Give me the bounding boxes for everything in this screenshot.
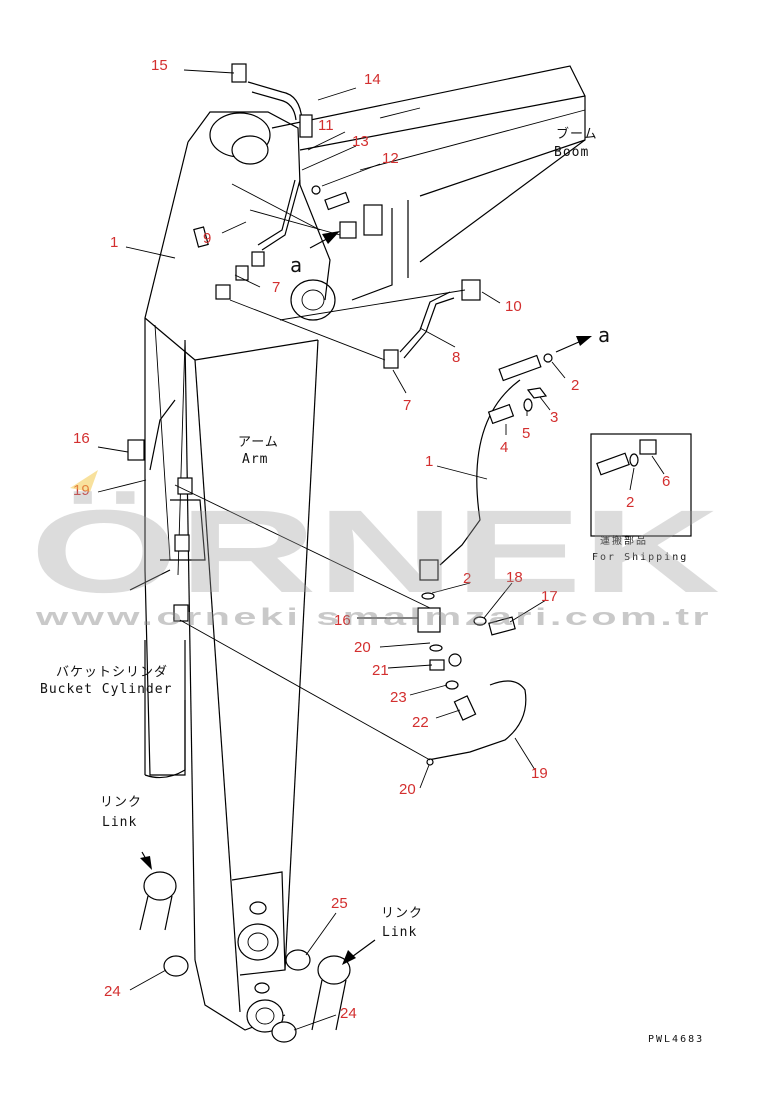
callout-16-right: 16 [334,612,351,629]
callout-19-right: 19 [531,765,548,782]
bucket-cylinder [144,640,186,779]
shipping-box: 運搬部品 For Shipping [590,433,692,563]
bucket-cylinder-label-en: Bucket Cylinder [40,682,172,697]
link-label-jp-left: リンク [100,795,142,810]
callout-7-bottom: 7 [403,397,411,414]
callout-24-right: 24 [340,1005,357,1022]
callout-20-bottom: 20 [399,781,416,798]
callout-9: 9 [203,230,211,247]
callout-23: 23 [390,689,407,706]
drawing-code: PWL4683 [648,1034,704,1045]
arm-label-en: Arm [242,452,268,467]
callout-8: 8 [452,349,460,366]
bucket-cylinder-label-jp: バケットシリンダ [56,665,168,680]
callout-16-left: 16 [73,430,90,447]
callout-12: 12 [382,150,399,167]
link-label-en-left: Link [102,815,137,830]
callout-7-top: 7 [272,279,280,296]
watermark-url: www.orneki smalmzari.com.tr [34,604,712,631]
boom-label-en: Boom [554,145,589,160]
callout-4: 4 [500,439,508,456]
callout-11: 11 [318,117,334,134]
callout-6: 6 [662,473,670,490]
callout-2-mid: 2 [463,570,471,587]
boom-outline [271,65,586,301]
callout-25: 25 [331,895,348,912]
marker-a-left: a [290,253,303,277]
watermark: ÖRNEK www.orneki smalmzari.com.tr [30,470,720,631]
callout-3: 3 [550,409,558,426]
watermark-brand: ÖRNEK [30,486,720,618]
callout-2-top: 2 [571,377,579,394]
callout-22: 22 [412,714,429,731]
link-right [311,955,351,1031]
callout-2-shipping: 2 [626,494,634,511]
callout-13: 13 [352,133,369,150]
callouts: 15 14 11 13 12 1 9 7 10 8 7 2 3 5 4 16 1… [73,57,670,1022]
callout-20-top: 20 [354,639,371,656]
callout-14: 14 [364,71,381,88]
callout-10: 10 [505,298,522,315]
arm-label-jp: アーム [238,435,279,450]
callout-15: 15 [151,57,168,74]
watermark-logo-icon [70,470,98,492]
callout-18: 18 [506,569,523,586]
callout-1-mid: 1 [425,453,433,470]
callout-24-left: 24 [104,983,121,1000]
link-left [139,871,177,931]
shipping-label-jp: 運搬部品 [600,534,648,547]
arrows [140,231,592,965]
shipping-label-en: For Shipping [592,552,688,563]
callout-5: 5 [522,425,530,442]
hose-lines [129,81,527,761]
boom-label-jp: ブーム [556,126,598,142]
callout-1-top: 1 [110,234,118,251]
callout-17: 17 [541,588,558,605]
link-label-en-right: Link [382,925,417,940]
leader-lines [97,69,665,1031]
link-label-jp-right: リンク [381,906,423,921]
marker-a-right: a [598,323,611,347]
boom-foot [209,112,336,321]
arm-body [144,111,331,1033]
callout-21: 21 [372,662,389,679]
